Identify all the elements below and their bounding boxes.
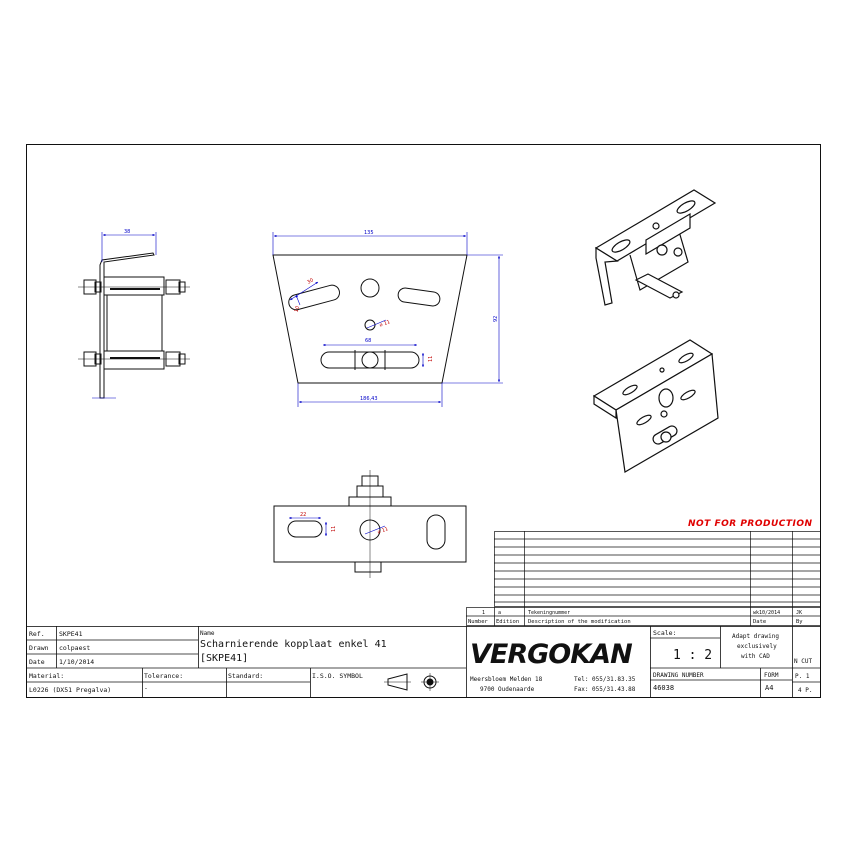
revision-date: wk10/2014 [753, 610, 780, 616]
revision-description: Tekeningnummer [528, 610, 570, 616]
side-width-label: 38 [124, 229, 130, 235]
scale-label: Scale: [653, 629, 676, 637]
drawn-value: colpaest [59, 644, 90, 652]
tolerance-value: - [144, 684, 148, 692]
date-label: Date [29, 658, 45, 666]
top-width-label: 135 [364, 230, 374, 236]
header-number: Number [468, 619, 489, 625]
ref-label: Ref. [29, 630, 45, 638]
ref-value: SKPE41 [59, 630, 83, 638]
material-label: Material: [29, 672, 64, 680]
isometric-view-bottom [592, 339, 719, 473]
header-date: Date [753, 619, 766, 625]
company-logo: VERGOKAN [470, 639, 633, 670]
slot-center-width-label: 68 [365, 338, 371, 344]
slot-length-label: 30 [306, 277, 315, 285]
name-label: Name [200, 630, 215, 637]
pages-value: 4 P. [798, 687, 812, 694]
name-line-1: Scharnierende kopplaat enkel 41 [200, 639, 387, 650]
height-label: 92 [493, 316, 499, 322]
header-by: By [796, 619, 803, 625]
revision-by: JK [796, 610, 802, 616]
bottom-width-label: 186,43 [360, 396, 378, 402]
slot-width-label: 10 [293, 305, 301, 313]
not-for-production-stamp: NOT FOR PRODUCTION [688, 519, 813, 529]
side-view [78, 252, 190, 399]
drawn-label: Drawn [29, 644, 49, 652]
bottom-view [273, 470, 467, 578]
name-line-2: [SKPE41] [200, 653, 248, 664]
form-value: A4 [765, 684, 773, 692]
form-label: FORM [764, 672, 779, 679]
note-line-1: Adapt drawing [732, 633, 779, 640]
revision-edition: a [498, 610, 501, 616]
header-edition: Edition [496, 619, 519, 625]
note-line-3: with CAD [741, 653, 770, 660]
isometric-view-top [594, 189, 717, 306]
front-hole-label: ⌀ 11 [377, 526, 389, 535]
front-slot-width-label: 22 [300, 512, 306, 518]
tolerance-label: Tolerance: [144, 672, 183, 680]
no-cut-label: N CUT [794, 658, 812, 665]
header-description: Description of the modification [528, 619, 631, 625]
slot-center-height-label: 11 [428, 356, 434, 362]
note-line-2: exclusively [737, 643, 777, 650]
address-line-2: 9700 Oudenaarde [480, 686, 535, 693]
bottom-dimensions [289, 516, 386, 536]
iso-symbol-label: I.S.O. SYMBOL [312, 672, 363, 680]
revision-table [466, 531, 821, 626]
standard-label: Standard: [228, 672, 263, 680]
front-slot-height-label: 11 [331, 526, 337, 532]
title-block [26, 626, 821, 698]
material-value: L0226 (DX51 Pregalva) [29, 686, 111, 694]
company-fax: Fax: 055/31.43.88 [574, 686, 636, 693]
front-view [272, 254, 468, 384]
company-tel: Tel: 055/31.83.35 [574, 676, 636, 683]
drawing-number-label: DRAWING NUMBER [653, 672, 704, 679]
address-line-1: Meersbloem Melden 18 [470, 676, 543, 683]
projection-symbol-icon [384, 673, 439, 691]
center-hole-label: ⌀ 11 [379, 319, 391, 328]
front-dimensions [272, 232, 503, 407]
date-value: 1/10/2014 [59, 658, 94, 666]
scale-value: 1 : 2 [673, 648, 712, 663]
side-width-dimension [92, 232, 157, 399]
page-value: P. 1 [795, 673, 810, 680]
drawing-number-value: 46038 [653, 684, 674, 692]
revision-index: 1 [482, 610, 485, 616]
